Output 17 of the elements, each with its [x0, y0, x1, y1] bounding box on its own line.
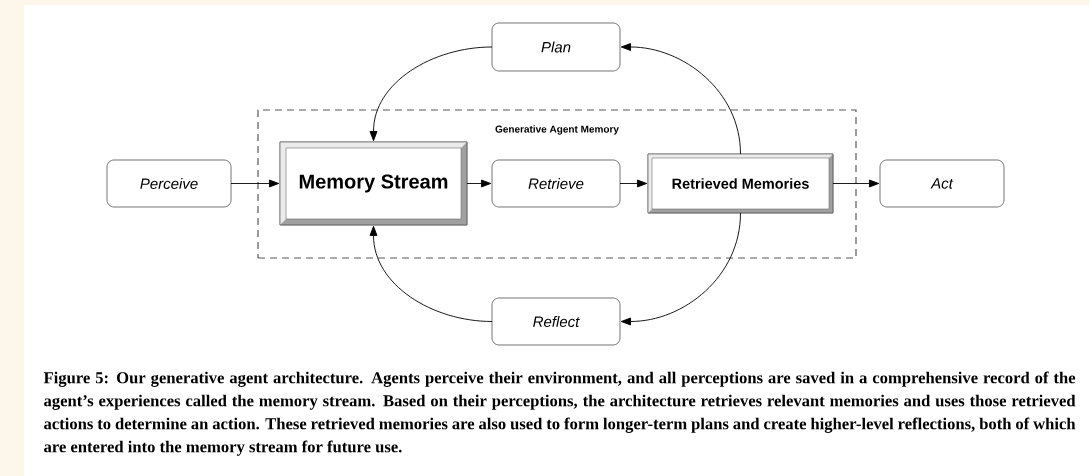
- process-box: Retrieve: [491, 159, 621, 208]
- arrow: [620, 43, 741, 155]
- arrow: [466, 179, 492, 188]
- arrow: [619, 179, 648, 188]
- process-box: Plan: [491, 22, 621, 72]
- arrow: [230, 179, 280, 188]
- figure-caption: Figure 5: Our generative agent architecture. Agents perceive their environment, and all perceptions are saved in a comprehensive record of the agent’s experiences called the memory stream. Based on their perceptions, the architecture retrieves relevant memories and uses those retrieved actions to determine an action. These retrieved memories are also used to form longer-term plans and create higher-level reflections, both of which are entered into the memory stream for future use.: [43, 371, 1076, 456]
- memory-box: Memory Stream: [279, 141, 468, 226]
- process-box: Reflect: [491, 297, 621, 346]
- arrow: [832, 179, 880, 188]
- process-box: Perceive: [106, 159, 232, 208]
- process-box: Act: [879, 159, 1005, 208]
- arrow: [620, 212, 741, 326]
- memory-box: Retrieved Memories: [647, 153, 834, 214]
- group-title: Generative Agent Memory: [495, 125, 619, 135]
- arrow: [369, 46, 493, 142]
- arrow: [369, 225, 493, 322]
